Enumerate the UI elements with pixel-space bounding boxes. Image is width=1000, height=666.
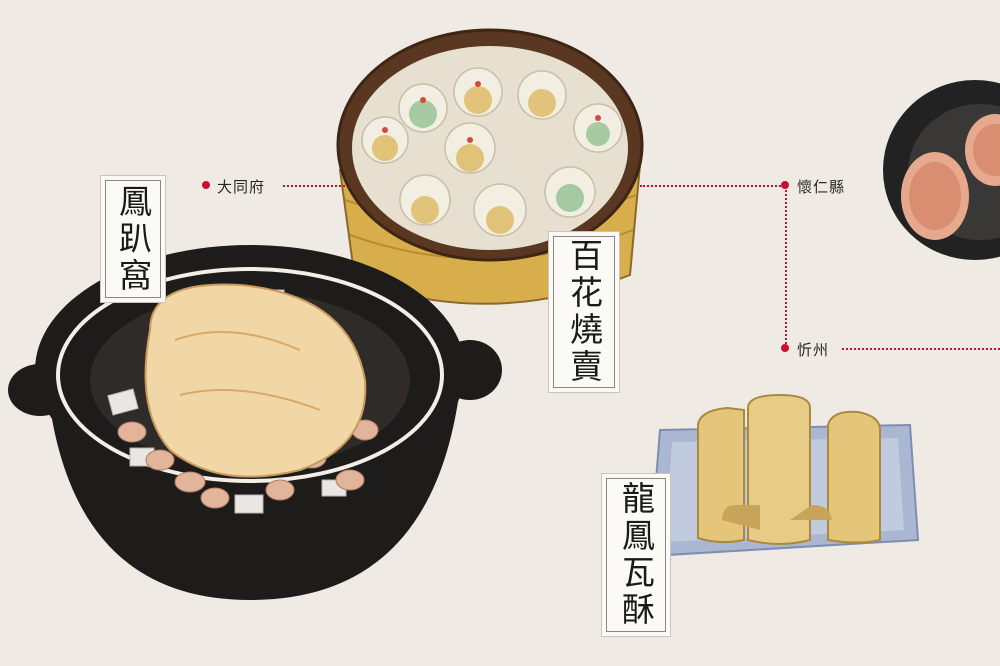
- place-label-datong: 大同府: [217, 178, 266, 196]
- route-line-xinzhou: [842, 348, 1000, 350]
- place-label-xinzhou: 忻州: [797, 341, 830, 359]
- dish-label-longfeng-wasu: 龍鳳瓦酥: [606, 478, 666, 632]
- dish-label-fengpawo: 鳳趴窩: [105, 180, 161, 298]
- route-line-datong: [283, 185, 345, 187]
- route-line-vertical: [785, 190, 787, 348]
- place-marker-datong: [202, 181, 210, 189]
- clay-pot-illustration: [8, 245, 502, 600]
- dish-label-baihua-shaomai: 百花燒賣: [553, 236, 615, 388]
- place-marker-xinzhou: [781, 344, 789, 352]
- place-label-huairen: 懷仁縣: [797, 178, 846, 196]
- plate-illustration: [648, 393, 920, 558]
- place-marker-huairen: [781, 181, 789, 189]
- route-line-huairen: [640, 185, 785, 187]
- bowl-illustration: [883, 80, 1000, 260]
